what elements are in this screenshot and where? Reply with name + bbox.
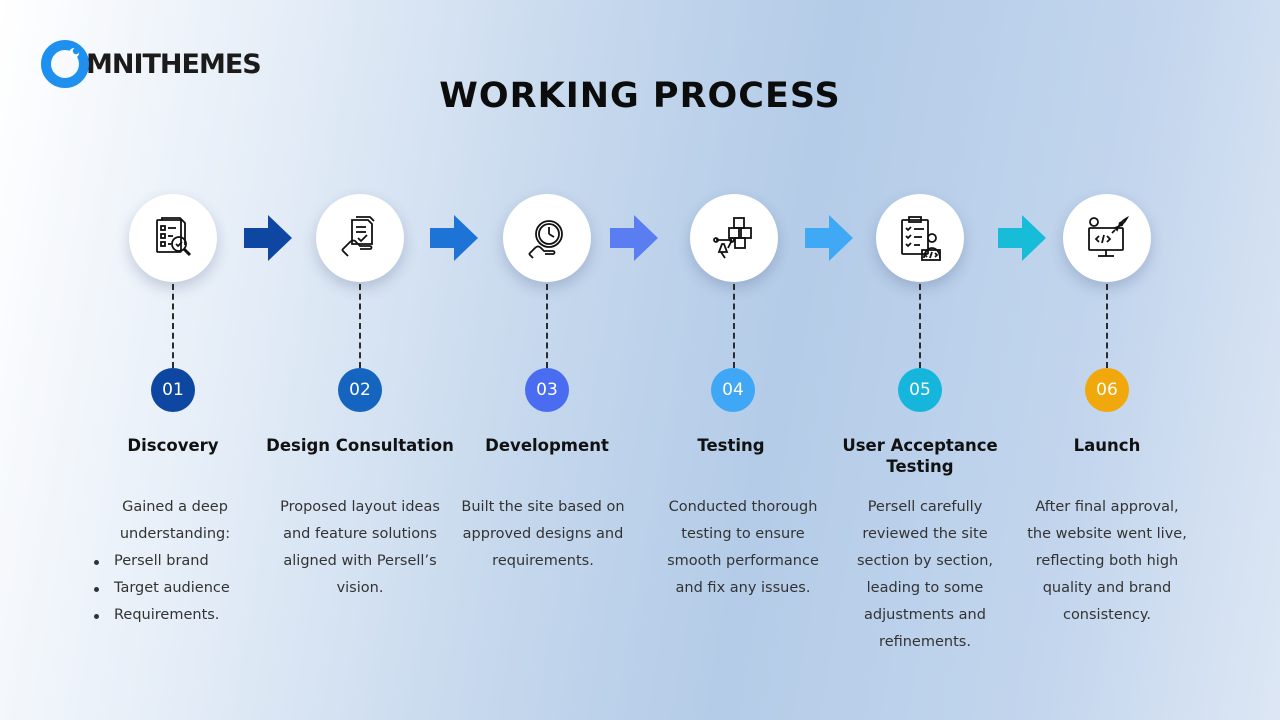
step-3-icon-circle xyxy=(503,194,591,282)
step-2-number-badge: 02 xyxy=(338,368,382,412)
hand-document-icon xyxy=(341,216,375,257)
step-3-title: Development xyxy=(485,436,609,455)
step-2-description: Proposed layout ideas and feature soluti… xyxy=(280,499,440,596)
step-1-connector xyxy=(172,284,174,368)
step-4-connector xyxy=(733,284,735,368)
step-2-icon-circle xyxy=(316,194,404,282)
step-3-number-badge: 03 xyxy=(525,368,569,412)
step-1-description: Gained a deep understanding: Persell bra… xyxy=(90,494,260,629)
brand-logo: MNITHEMES xyxy=(40,38,262,90)
monitor-rocket-icon xyxy=(1088,215,1130,257)
arrow-right-icon xyxy=(610,215,658,261)
step-6-number-badge: 06 xyxy=(1085,368,1129,412)
logo-o-icon xyxy=(40,39,90,89)
step-5-connector xyxy=(919,284,921,368)
step-4-title: Testing xyxy=(697,436,765,455)
step-3-description: Built the site based on approved designs… xyxy=(461,499,625,569)
step-4-number-badge: 04 xyxy=(711,368,755,412)
step-4-description: Conducted thorough testing to ensure smo… xyxy=(667,499,819,596)
step-2-title: Design Consultation xyxy=(266,436,454,455)
step-1-bullets: Persell brand Target audience Requiremen… xyxy=(90,548,260,629)
arrow-right-icon xyxy=(805,215,853,261)
step-6-description: After final approval, the website went l… xyxy=(1027,499,1187,623)
step-5-description: Persell carefully reviewed the site sect… xyxy=(856,499,994,650)
arrow-right-icon xyxy=(430,215,478,261)
step-6-connector xyxy=(1106,284,1108,368)
step-1-desc-text: Gained a deep understanding: xyxy=(119,499,231,542)
bullet-item: Requirements. xyxy=(90,602,260,629)
step-4-icon-circle xyxy=(690,194,778,282)
step-3-connector xyxy=(546,284,548,368)
cubes-pen-icon xyxy=(713,217,752,259)
arrow-right-icon xyxy=(244,215,292,261)
step-5-icon-circle xyxy=(876,194,964,282)
step-5-title: User Acceptance Testing xyxy=(842,436,998,476)
step-1-icon-circle xyxy=(129,194,217,282)
step-1-number-badge: 01 xyxy=(151,368,195,412)
checklist-magnifier-icon xyxy=(156,217,192,257)
clipboard-developer-icon xyxy=(901,216,941,261)
step-5-number-badge: 05 xyxy=(898,368,942,412)
hand-clock-icon xyxy=(528,220,563,259)
page-title: WORKING PROCESS xyxy=(439,76,841,116)
bullet-item: Target audience xyxy=(90,575,260,602)
arrow-right-icon xyxy=(998,215,1046,261)
step-6-title: Launch xyxy=(1073,436,1141,455)
step-6-icon-circle xyxy=(1063,194,1151,282)
step-1-title: Discovery xyxy=(127,436,219,455)
brand-name: MNITHEMES xyxy=(86,48,262,80)
bullet-item: Persell brand xyxy=(90,548,260,575)
step-2-connector xyxy=(359,284,361,368)
